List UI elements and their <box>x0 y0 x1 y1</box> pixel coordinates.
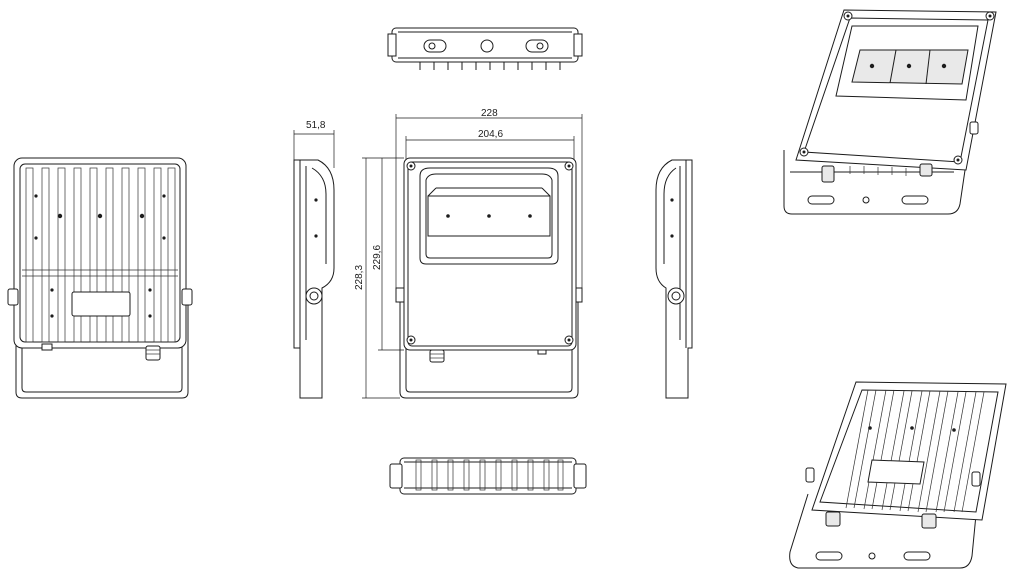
side-view-right <box>655 159 693 399</box>
svg-text:228,3: 228,3 <box>354 265 365 290</box>
svg-text:204,6: 204,6 <box>478 129 503 140</box>
dimension-width: 228 <box>395 108 583 288</box>
svg-text:51,8: 51,8 <box>306 120 326 131</box>
bottom-view <box>389 457 587 495</box>
dimension-height: 228,3 <box>354 157 404 399</box>
top-view <box>387 27 583 70</box>
svg-text:229,6: 229,6 <box>372 245 383 270</box>
isometric-front-view <box>783 9 997 215</box>
side-view-left <box>293 159 335 399</box>
isometric-rear-view <box>789 381 1007 569</box>
front-view <box>395 157 583 399</box>
dimension-inner-width: 204,6 <box>405 129 575 160</box>
rear-view <box>7 157 193 399</box>
dimension-height-bracket: 229,6 <box>372 158 404 351</box>
dimension-depth: 51,8 <box>293 120 335 168</box>
svg-text:228: 228 <box>481 108 498 119</box>
